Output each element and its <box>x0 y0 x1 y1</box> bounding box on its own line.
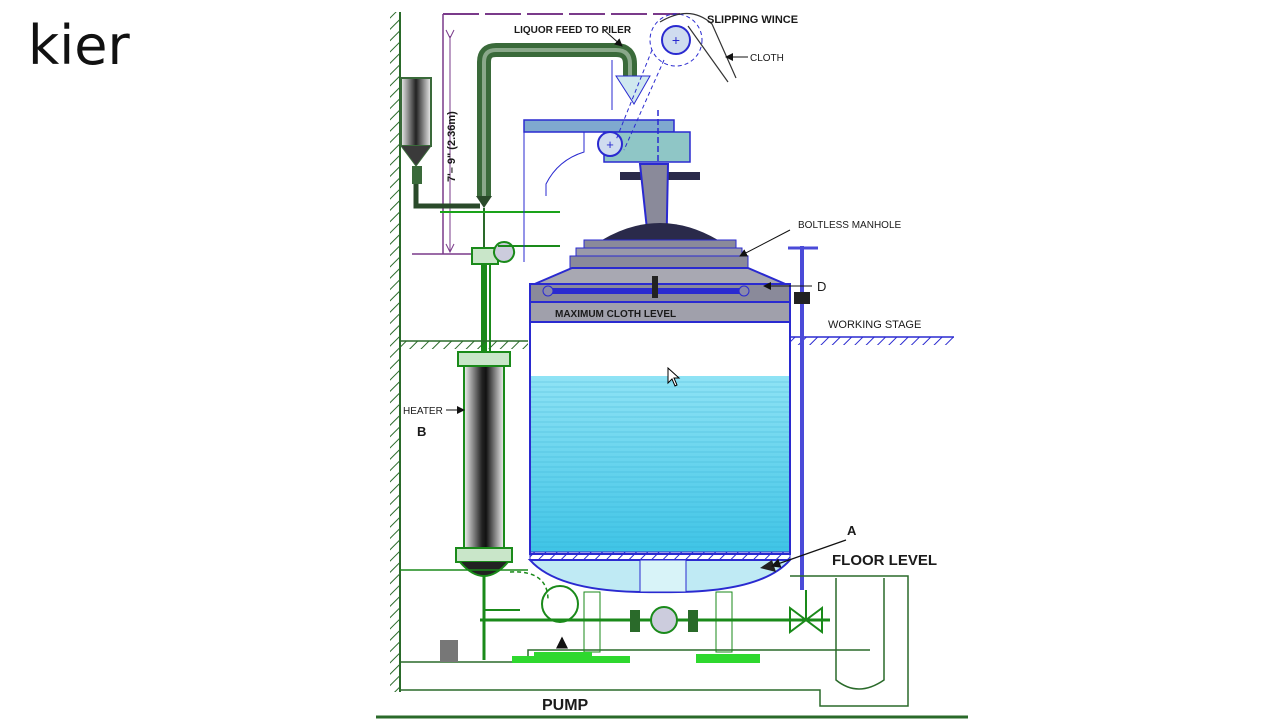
heater-label: HEATER <box>403 406 443 417</box>
sight-glass <box>400 77 432 184</box>
slipping-wince: + + <box>597 12 737 240</box>
dimension-marker: 7'– 9" (2.36m) <box>412 13 680 255</box>
svg-text:+: + <box>606 137 614 152</box>
liquor-feed-pipe <box>413 43 637 254</box>
liquor-feed-label: LIQUOR FEED TO PILER <box>514 25 632 36</box>
slipping-wince-label: SLIPPING WINCE <box>707 14 798 26</box>
svg-text:+: + <box>672 32 680 48</box>
slide-title: kier <box>28 14 130 77</box>
floor-level-label: FLOOR LEVEL <box>832 552 937 569</box>
dimension-label: 7'– 9" (2.36m) <box>446 111 458 182</box>
pump-assembly <box>480 571 830 663</box>
liquor-lines <box>531 381 789 548</box>
label-b: B <box>417 424 426 439</box>
working-stage-label: WORKING STAGE <box>828 319 921 331</box>
working-stage <box>788 246 954 590</box>
heater <box>455 241 560 660</box>
max-cloth-level-label: MAXIMUM CLOTH LEVEL <box>555 309 676 320</box>
boltless-manhole-label: BOLTLESS MANHOLE <box>798 220 902 231</box>
leader-arrows <box>446 29 847 568</box>
left-stage <box>400 340 528 349</box>
diagram-labels: LIQUOR FEED TO PILER SLIPPING WINCE CLOT… <box>403 14 937 714</box>
label-d: D <box>817 279 826 294</box>
kier-vessel: MAXIMUM CLOTH LEVEL <box>527 223 793 594</box>
left-wall <box>390 12 401 692</box>
winch-housing <box>523 60 691 262</box>
cloth-label: CLOTH <box>750 53 784 64</box>
pump-label: PUMP <box>542 697 589 714</box>
mouse-cursor-icon <box>667 367 681 387</box>
label-a: A <box>847 523 857 538</box>
